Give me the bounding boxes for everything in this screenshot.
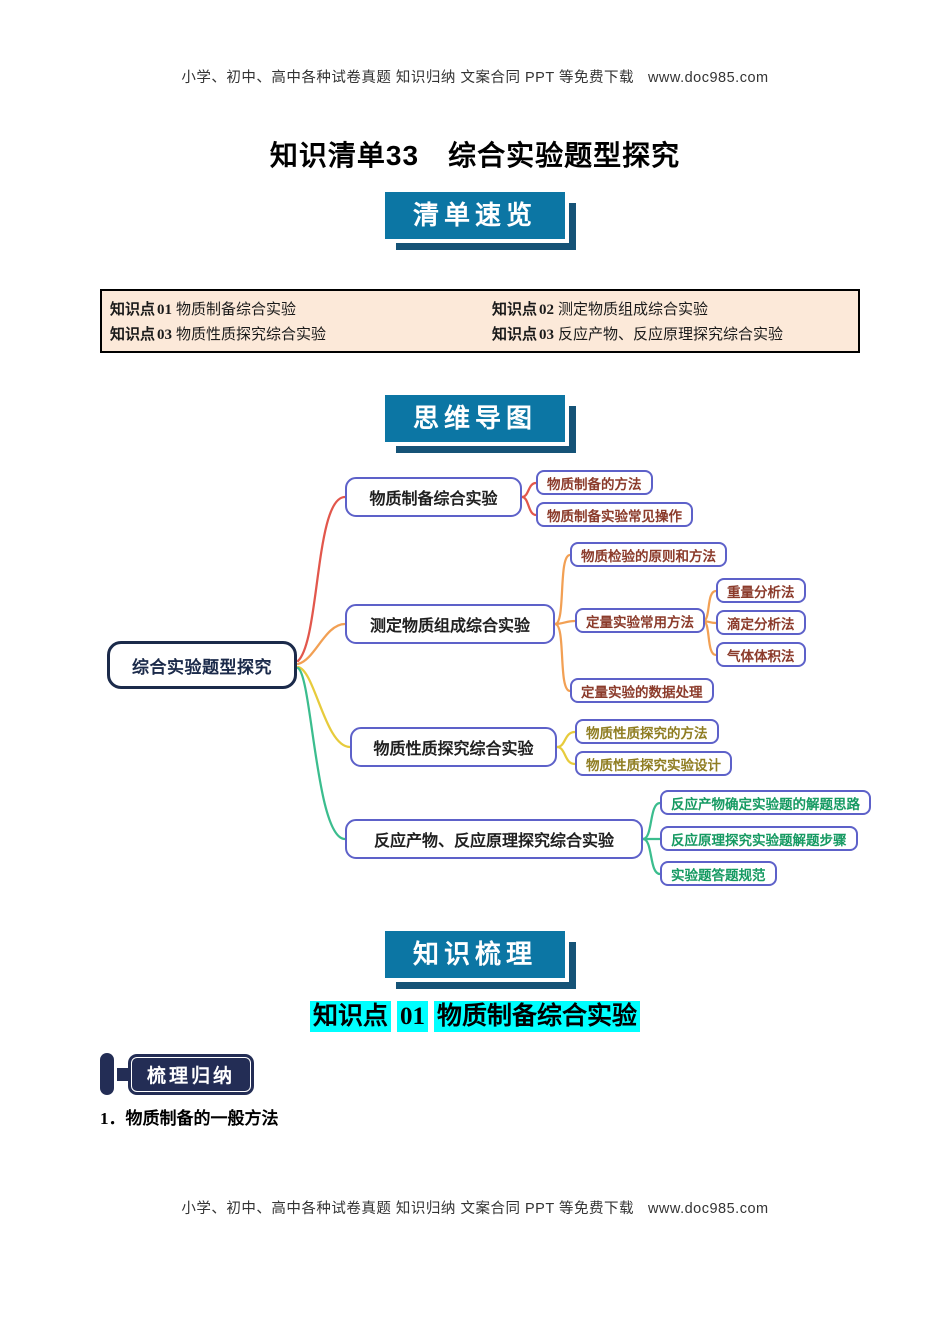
mindmap-child: 物质制备的方法 bbox=[536, 470, 653, 495]
kp-title: 物质制备综合实验 bbox=[434, 1001, 641, 1032]
mindmap-child: 物质性质探究的方法 bbox=[575, 719, 719, 744]
point-label: 知识点 bbox=[492, 326, 538, 344]
mindmap-child: 物质性质探究实验设计 bbox=[575, 751, 732, 776]
mindmap-branch-properties: 物质性质探究综合实验 bbox=[350, 727, 557, 767]
mindmap-child: 定量实验常用方法 bbox=[575, 608, 705, 633]
mindmap-child: 实验题答题规范 bbox=[660, 861, 777, 886]
banner-knowledge: 知识梳理 bbox=[384, 931, 566, 978]
mindmap-child: 反应产物确定实验题的解题思路 bbox=[660, 790, 871, 815]
point-text: 测定物质组成综合实验 bbox=[558, 300, 709, 318]
point-label: 知识点 bbox=[110, 300, 156, 318]
mindmap-branch-preparation: 物质制备综合实验 bbox=[345, 477, 522, 517]
badge-label: 梳理归纳 bbox=[131, 1056, 252, 1092]
point-text: 物质性质探究综合实验 bbox=[176, 326, 327, 344]
mindmap-child: 物质制备实验常见操作 bbox=[536, 502, 693, 527]
point-num: 01 bbox=[157, 301, 173, 318]
mindmap-grandchild: 气体体积法 bbox=[716, 642, 806, 667]
banner-overview-label: 清单速览 bbox=[384, 192, 566, 239]
point-label: 知识点 bbox=[110, 326, 156, 344]
mindmap-child: 反应原理探究实验题解题步骤 bbox=[660, 826, 858, 851]
point-num: 03 bbox=[157, 327, 173, 344]
page-title: 知识清单33 综合实验题型探究 bbox=[269, 140, 681, 171]
mindmap-branch-products-principles: 反应产物、反应原理探究综合实验 bbox=[345, 819, 643, 859]
mindmap-child: 物质检验的原则和方法 bbox=[570, 542, 727, 567]
summary-badge: 梳理归纳 bbox=[100, 1053, 255, 1095]
mindmap-root-node: 综合实验题型探究 bbox=[107, 641, 297, 689]
badge-pin-icon bbox=[100, 1053, 114, 1095]
badge-face: 梳理归纳 bbox=[128, 1053, 255, 1095]
banner-mindmap-label: 思维导图 bbox=[384, 395, 566, 442]
point-num: 03 bbox=[539, 327, 555, 344]
point-text: 物质制备综合实验 bbox=[176, 300, 297, 318]
mindmap-grandchild: 重量分析法 bbox=[716, 578, 806, 603]
list-item-1: 1．物质制备的一般方法 bbox=[100, 1109, 279, 1128]
footer-text: 小学、初中、高中各种试卷真题 知识归纳 文案合同 PPT 等免费下载 bbox=[181, 1201, 634, 1217]
mindmap-child: 定量实验的数据处理 bbox=[570, 678, 714, 703]
footer-url: www.doc985.com bbox=[647, 1201, 769, 1217]
point-label: 知识点 bbox=[492, 300, 538, 318]
banner-knowledge-label: 知识梳理 bbox=[384, 931, 566, 978]
header-text: 小学、初中、高中各种试卷真题 知识归纳 文案合同 PPT 等免费下载 bbox=[181, 70, 634, 86]
banner-mindmap: 思维导图 bbox=[384, 395, 566, 442]
mindmap-branch-composition: 测定物质组成综合实验 bbox=[345, 604, 555, 644]
point-num: 02 bbox=[539, 301, 555, 318]
mindmap-grandchild: 滴定分析法 bbox=[716, 610, 806, 635]
page-header: 小学、初中、高中各种试卷真题 知识归纳 文案合同 PPT 等免费下载 www.do… bbox=[0, 66, 950, 87]
kp-label: 知识点 bbox=[309, 1001, 391, 1032]
banner-overview: 清单速览 bbox=[384, 192, 566, 239]
page-footer: 小学、初中、高中各种试卷真题 知识归纳 文案合同 PPT 等免费下载 www.do… bbox=[0, 1197, 950, 1218]
kp-number: 01 bbox=[397, 1001, 428, 1032]
header-url: www.doc985.com bbox=[647, 70, 769, 86]
badge-link-icon bbox=[117, 1067, 128, 1081]
point-text: 反应产物、反应原理探究综合实验 bbox=[558, 326, 784, 344]
